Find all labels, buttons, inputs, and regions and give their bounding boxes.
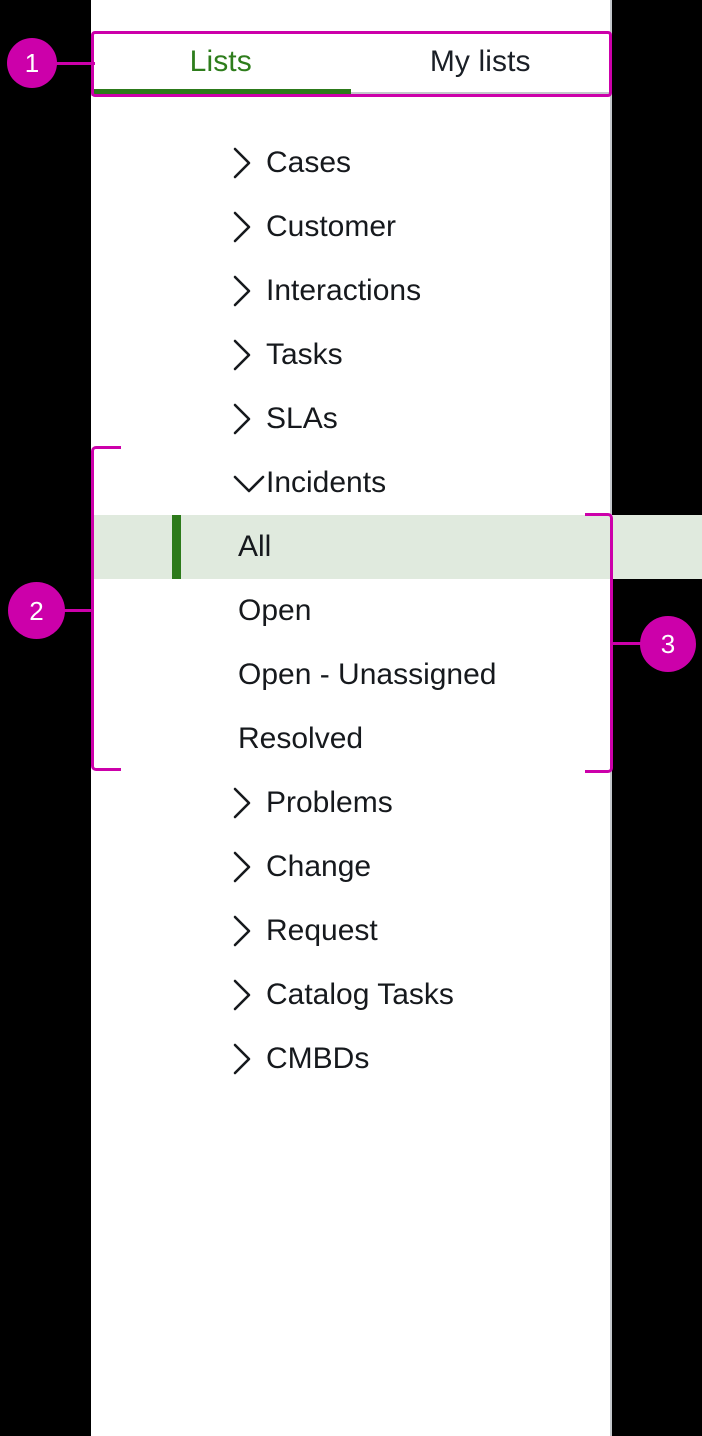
chevron-right-icon[interactable] <box>232 146 266 180</box>
tree-item-label: Incidents <box>266 466 387 499</box>
tab-my-lists[interactable]: My lists <box>351 31 611 92</box>
chevron-right-icon[interactable] <box>232 338 266 372</box>
annotation-marker-1-label: 1 <box>24 48 40 78</box>
tree-child-all[interactable]: All <box>91 515 702 579</box>
tree-item-label: SLAs <box>266 402 338 435</box>
tree-item-slas[interactable]: SLAs <box>91 387 610 451</box>
tree-child-label: Open - Unassigned <box>238 658 497 691</box>
tree-item-label: Interactions <box>266 274 422 307</box>
chevron-right-icon[interactable] <box>232 210 266 244</box>
tree-item-cmbds[interactable]: CMBDs <box>91 1027 610 1091</box>
tree-item-label: Customer <box>266 210 397 243</box>
chevron-right-icon[interactable] <box>232 914 266 948</box>
tree-item-customer[interactable]: Customer <box>91 195 610 259</box>
tree-item-label: CMBDs <box>266 1042 370 1075</box>
tree-item-cases[interactable]: Cases <box>91 131 610 195</box>
tree-item-label: Catalog Tasks <box>266 978 454 1011</box>
tree-item-label: Cases <box>266 146 352 179</box>
chevron-right-icon[interactable] <box>232 786 266 820</box>
chevron-right-icon[interactable] <box>232 402 266 436</box>
tree-item-change[interactable]: Change <box>91 835 610 899</box>
tab-bar: Lists My lists <box>91 31 610 96</box>
tree-child-label: All <box>238 530 272 563</box>
tree-child-open-unassigned[interactable]: Open - Unassigned <box>91 643 610 707</box>
tab-my-lists-label: My lists <box>429 44 531 78</box>
tree-child-resolved[interactable]: Resolved <box>91 707 610 771</box>
chevron-right-icon[interactable] <box>232 978 266 1012</box>
chevron-right-icon[interactable] <box>232 274 266 308</box>
tree-item-problems[interactable]: Problems <box>91 771 610 835</box>
lists-navigation-panel: Lists My lists Cases Customer Interactio… <box>91 0 702 1436</box>
annotation-leader-1 <box>55 62 95 65</box>
tree-item-tasks[interactable]: Tasks <box>91 323 610 387</box>
annotation-leader-2 <box>62 609 94 612</box>
tree-item-label: Problems <box>266 786 393 819</box>
tree-item-catalog-tasks[interactable]: Catalog Tasks <box>91 963 610 1027</box>
tree-item-interactions[interactable]: Interactions <box>91 259 610 323</box>
annotation-marker-2-label: 2 <box>29 595 44 626</box>
tree-item-label: Tasks <box>266 338 343 371</box>
tree-child-open[interactable]: Open <box>91 579 610 643</box>
chevron-right-icon[interactable] <box>232 850 266 884</box>
tree-item-request[interactable]: Request <box>91 899 610 963</box>
lists-tree: Cases Customer Interactions Tasks SLAs <box>91 131 702 1091</box>
annotation-marker-1: 1 <box>7 38 57 88</box>
annotation-marker-3: 3 <box>640 616 696 672</box>
tab-lists[interactable]: Lists <box>91 31 351 96</box>
tree-child-label: Open <box>238 594 312 627</box>
tree-item-label: Request <box>266 914 378 947</box>
chevron-down-icon[interactable] <box>232 472 266 494</box>
annotation-leader-3 <box>610 642 642 645</box>
tree-item-label: Change <box>266 850 372 883</box>
chevron-right-icon[interactable] <box>232 1042 266 1076</box>
annotation-marker-2: 2 <box>8 582 65 639</box>
annotation-marker-3-label: 3 <box>660 629 676 659</box>
tab-lists-label: Lists <box>189 44 252 78</box>
tree-item-incidents[interactable]: Incidents <box>91 451 610 515</box>
tree-child-label: Resolved <box>238 722 364 755</box>
